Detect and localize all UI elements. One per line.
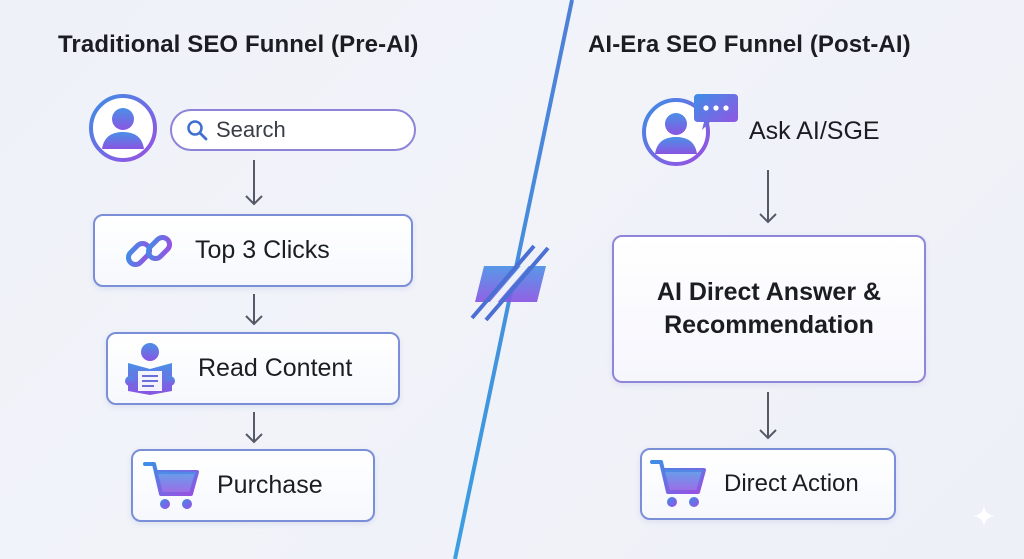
search-bar[interactable]: Search <box>170 109 416 151</box>
answer-line: Recommendation <box>664 311 874 339</box>
traditional-funnel-panel: Traditional SEO Funnel (Pre-AI) <box>58 31 419 58</box>
ask-ai-label: Ask AI/SGE <box>749 117 880 145</box>
step-label: Top 3 Clicks <box>195 236 330 264</box>
search-label: Search <box>216 117 286 142</box>
step-label: Read Content <box>198 354 353 382</box>
step-label: Purchase <box>217 471 323 499</box>
reading-person-icon <box>125 342 175 395</box>
arrow-down-icon <box>245 160 263 206</box>
link-icon <box>125 234 173 267</box>
chat-user-icon <box>642 94 738 166</box>
ai-era-funnel-panel: AI-Era SEO Funnel (Post-AI) <box>512 0 1024 559</box>
arrow-down-icon <box>759 392 777 440</box>
search-icon <box>187 120 208 141</box>
funnel-step-read-content: Read Content <box>106 332 400 405</box>
shopping-cart-icon <box>650 460 706 507</box>
shopping-cart-icon <box>143 461 199 509</box>
funnel-step-purchase: Purchase <box>131 449 375 522</box>
ai-direct-answer-box: AI Direct Answer & Recommendation <box>612 235 926 383</box>
not-equal-icon <box>470 244 550 322</box>
arrow-down-icon <box>245 294 263 326</box>
arrow-down-icon <box>759 170 777 224</box>
sparkle-icon <box>973 505 995 527</box>
direct-action-label: Direct Action <box>724 470 859 497</box>
traditional-funnel-title: Traditional SEO Funnel (Pre-AI) <box>58 31 419 58</box>
user-avatar-icon <box>89 94 157 162</box>
funnel-step-top-clicks: Top 3 Clicks <box>93 214 413 287</box>
ai-era-funnel-title: AI-Era SEO Funnel (Post-AI) <box>588 31 911 58</box>
arrow-down-icon <box>245 412 263 444</box>
answer-line: AI Direct Answer & <box>656 278 882 306</box>
direct-action-step: Direct Action <box>640 448 896 520</box>
